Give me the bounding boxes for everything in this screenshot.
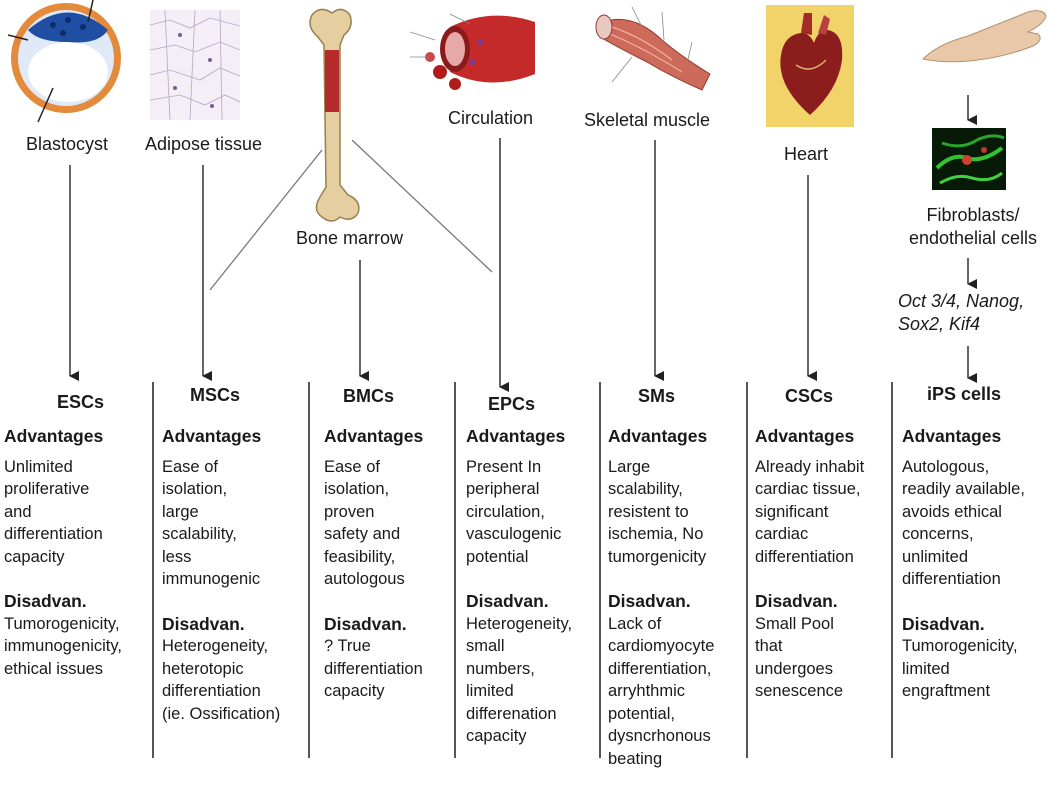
disadvantages-text: Heterogeneity, small numbers, limited di…: [466, 614, 573, 746]
adipose-tissue-icon: [150, 10, 240, 120]
cell-type-mscs: MSCs: [190, 385, 241, 405]
disadvantages-heading: Disadvan.: [608, 591, 691, 611]
cell-type-cscs: CSCs: [785, 386, 834, 406]
disadvantages-heading: Disadvan.: [902, 613, 985, 634]
source-label-skeletal-muscle: Skeletal muscle: [584, 110, 711, 130]
advantages-text: Ease of isolation, proven safety and fea…: [324, 457, 405, 589]
cell-type-ips-cells: iPS cells: [927, 384, 1002, 404]
blastocyst-icon: [8, 0, 121, 123]
cell-type-sms: SMs: [638, 386, 676, 406]
reprogramming-factors: Oct 3/4, Nanog, Sox2, Kif4: [898, 291, 1025, 334]
hand-icon: [921, 10, 1047, 63]
advantages-text: Ease of isolation, large scalability, le…: [162, 457, 261, 589]
disadvantages-heading: Disadvan.: [466, 591, 549, 611]
disadvantages-text: Lack of cardiomyocyte differentiation, a…: [608, 614, 715, 768]
advantages-heading: Advantages: [902, 426, 1002, 446]
disadvantages-heading: Disadvan.: [755, 591, 838, 611]
advantages-heading: Advantages: [324, 426, 424, 446]
disadvantages-text: ? True differentiation capacity: [324, 637, 423, 700]
muscle-icon: [595, 6, 711, 91]
column-sms: Advantages Large scalability, resistent …: [608, 425, 756, 770]
disadvantages-heading: Disadvan.: [324, 613, 407, 634]
column-bmcs: Advantages Ease of isolation, proven saf…: [324, 425, 472, 703]
cell-type-bmcs: BMCs: [343, 386, 395, 406]
disadvantages-heading: Disadvan.: [162, 613, 245, 634]
link-bone-to-epcs: [351, 139, 493, 273]
bone-icon: [309, 8, 360, 222]
column-mscs: Advantages Ease of isolation, large scal…: [162, 425, 310, 725]
source-label-blastocyst: Blastocyst: [26, 134, 109, 154]
advantages-heading: Advantages: [755, 426, 855, 446]
source-label-bone-marrow: Bone marrow: [296, 228, 404, 248]
source-label-circulation: Circulation: [448, 108, 534, 128]
column-escs: Advantages Unlimited proliferative and d…: [4, 425, 152, 680]
disadvantages-text: Small Pool that undergoes senescence: [755, 614, 844, 701]
link-bone-to-mscs: [209, 149, 323, 291]
disadvantages-text: Tumorogenicity, immunogenicity, ethical …: [4, 614, 122, 678]
advantages-heading: Advantages: [162, 426, 262, 446]
disadvantages-text: Heterogeneity, heterotopic differentiati…: [162, 637, 281, 723]
advantages-heading: Advantages: [608, 426, 708, 446]
cell-type-escs: ESCs: [57, 392, 105, 412]
advantages-heading: Advantages: [466, 426, 566, 446]
blood-vessel-icon: [410, 13, 535, 90]
column-cscs: Advantages Already inhabit cardiac tissu…: [755, 425, 903, 703]
source-label-fibroblasts: Fibroblasts/ endothelial cells: [908, 205, 1038, 248]
column-epcs: Advantages Present In peripheral circula…: [466, 425, 614, 748]
column-ips-cells: Advantages Autologous, readily available…: [902, 425, 1050, 703]
advantages-text: Unlimited proliferative and differentiat…: [4, 457, 103, 566]
disadvantages-text: Tumorogenicity, limited engraftment: [902, 637, 1018, 700]
advantages-text: Already inhabit cardiac tissue, signific…: [755, 457, 865, 566]
disadvantages-heading: Disadvan.: [4, 591, 87, 611]
source-label-adipose-tissue: Adipose tissue: [145, 134, 263, 154]
source-label-heart: Heart: [784, 144, 829, 164]
heart-icon: [766, 5, 854, 127]
advantages-text: Present In peripheral circulation, vascu…: [466, 457, 562, 566]
fibroblast-culture-icon: [932, 128, 1006, 190]
advantages-text: Autologous, readily available, avoids et…: [902, 457, 1025, 589]
advantages-text: Large scalability, resistent to ischemia…: [608, 457, 707, 566]
advantages-heading: Advantages: [4, 426, 104, 446]
cell-type-epcs: EPCs: [488, 394, 536, 414]
